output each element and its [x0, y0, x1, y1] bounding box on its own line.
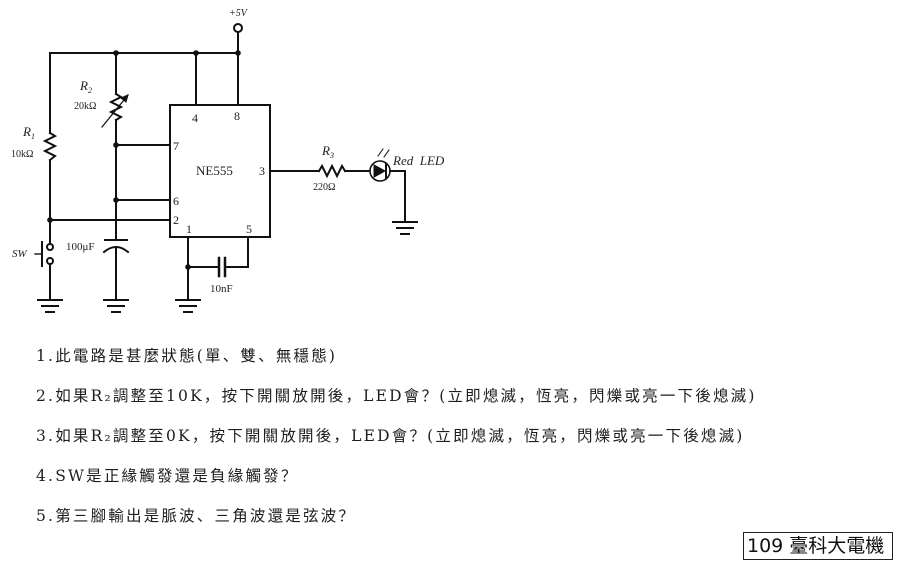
led-label: Red LED: [392, 153, 445, 168]
push-switch: [34, 241, 54, 301]
r1-value: 10kΩ: [11, 149, 33, 160]
switch-label: SW: [12, 248, 28, 260]
r3-value: 220Ω: [313, 182, 335, 193]
r3-label: R3: [321, 143, 334, 160]
circuit-schematic: +5V NE555 4 8 7 6 2 1 5 3 R1 10kΩ R2 20k…: [11, 8, 445, 313]
question-item: 1.此電路是甚麼狀態(單、雙、無穩態): [36, 347, 338, 365]
question-item: 3.如果R₂調整至0K，按下開關放開後，LED會？(立即熄滅，恆亮，閃爍或亮一下…: [36, 427, 745, 445]
pin-4-label: 4: [192, 111, 198, 125]
junction-dot: [193, 50, 199, 56]
r2-value: 20kΩ: [74, 101, 96, 112]
ground-symbol: [175, 299, 201, 313]
ne555-chip: [169, 104, 271, 238]
resistor-r1: [42, 52, 58, 244]
r2-label: R2: [79, 78, 92, 95]
question-item: 2.如果R₂調整至10K，按下開關放開後，LED會？(立即熄滅，恆亮，閃爍或亮一…: [36, 387, 757, 405]
pin-3-label: 3: [259, 164, 265, 178]
question-item: 5.第三腳輸出是脈波、三角波還是弦波？: [36, 507, 357, 525]
ground-symbol: [392, 221, 418, 235]
ground-symbol: [37, 299, 63, 313]
supply-terminal: [233, 23, 243, 54]
junction-dot: [235, 50, 241, 56]
chip-label: NE555: [196, 163, 233, 178]
pin-5-label: 5: [246, 222, 252, 236]
red-led: [369, 148, 406, 223]
junction-dot: [113, 197, 119, 203]
pin-8-label: 8: [234, 109, 240, 123]
capacitor-100uf: [102, 239, 130, 301]
question-list: 1.此電路是甚麼狀態(單、雙、無穩態) 2.如果R₂調整至10K，按下開關放開後…: [36, 345, 757, 545]
pin-7-label: 7: [173, 139, 179, 153]
c-timing-label: 100μF: [66, 241, 95, 253]
supply-label: +5V: [229, 8, 249, 19]
pin-1-label: 1: [186, 222, 192, 236]
source-badge: 109 臺科大電機: [743, 532, 893, 560]
junction-dot: [185, 264, 191, 270]
junction-dot: [113, 142, 119, 148]
r1-label: R1: [22, 124, 35, 141]
question-item: 4.SW是正緣觸發還是負緣觸發？: [36, 467, 299, 485]
pin-2-label: 2: [173, 213, 179, 227]
junction-dot: [113, 50, 119, 56]
c-control-label: 10nF: [210, 283, 233, 295]
capacitor-10nf: [187, 236, 249, 278]
ground-symbol: [103, 299, 129, 313]
pin-6-label: 6: [173, 194, 179, 208]
resistor-r3: [269, 163, 370, 179]
junction-dot: [47, 217, 53, 223]
